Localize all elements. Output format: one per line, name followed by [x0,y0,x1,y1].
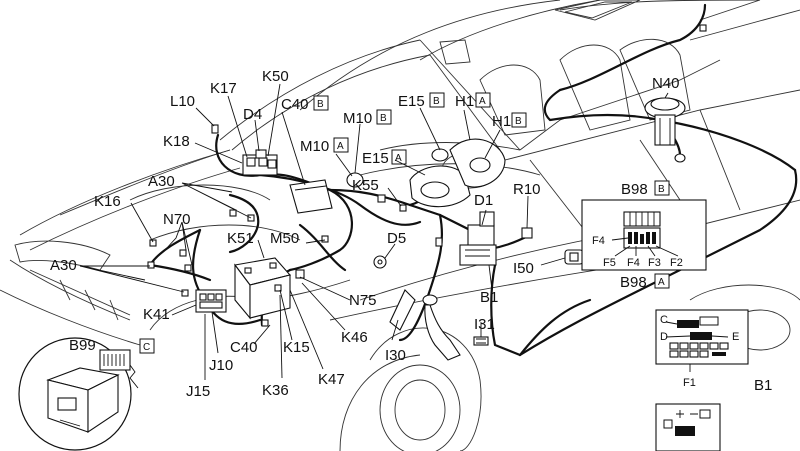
label-k36: K36 [262,382,289,399]
label-i50: I50 [513,260,534,277]
label-b99: B99 [69,337,96,354]
label-k41: K41 [143,306,170,323]
label-d4: D4 [243,106,262,123]
label-j10: J10 [209,357,233,374]
label-b1: B1 [480,289,498,306]
label-h1-a: H1 [455,93,474,110]
junction-box-d1 [459,211,497,266]
label-i30: I30 [385,347,406,364]
sensor-d5 [373,255,387,269]
label-n70: N70 [163,211,191,228]
label-m50: M50 [270,230,299,247]
label-box-letters: B B A B A A B B A C [143,96,665,353]
label-j15: J15 [186,383,210,400]
label-b98-bottom: B98 [620,274,647,291]
fuse-label-f4: F4 [627,257,640,269]
label-a30-top: A30 [148,173,175,190]
label-a30-left: A30 [50,257,77,274]
box-m10-a: A [337,141,344,152]
fuse-label-f4-left: F4 [592,235,605,247]
label-k50: K50 [262,68,289,85]
switch-i31 [473,336,489,346]
label-e15-a: E15 [362,150,389,167]
label-b1-right: B1 [754,377,772,394]
box-e15-a: A [395,153,402,164]
horn-h1 [449,138,506,188]
battery-j10 [234,257,292,320]
label-r10: R10 [513,181,541,198]
label-k46: K46 [341,329,368,346]
b1-label-d: D [660,331,668,343]
component-labels: L10 K17 K50 D4 C40 M10 M10 E15 E15 H1 H1… [50,68,772,400]
switch-i50 [564,249,584,265]
blower-e15 [409,148,471,208]
relay-block-k17 [242,154,278,176]
label-n40: N40 [652,75,680,92]
box-h1-a: A [479,96,486,107]
fusebox-j15 [195,289,227,313]
label-m10-b: M10 [343,110,372,127]
label-k17: K17 [210,80,237,97]
fuse-label-f2: F2 [670,257,683,269]
b1-label-f1: F1 [683,377,696,389]
components [147,24,707,361]
label-b98-top: B98 [621,181,648,198]
fuse-label-f5: F5 [603,257,616,269]
box-c40-b: B [317,99,324,110]
b1-fuse-rows [669,342,729,358]
box-h1-b: B [515,116,522,127]
b1-label-c: C [660,314,668,326]
box-b98-a: A [658,277,665,288]
label-k16: K16 [94,193,121,210]
label-m10-a: M10 [300,138,329,155]
label-k51: K51 [227,230,254,247]
fuse-label-f3: F3 [648,257,661,269]
pedal-i30 [389,289,461,361]
relay-r10 [521,227,533,239]
label-d1: D1 [474,192,493,209]
b1-label-e: E [732,331,739,343]
label-n75: N75 [349,292,377,309]
b98-fuse-inset: F4 F5 F4 F3 F2 [581,199,707,271]
box-e15-b: B [433,96,440,107]
label-i31: I31 [474,316,495,333]
b99-battery-inset [18,337,139,451]
ecu-c40 [289,179,333,214]
label-k55: K55 [352,177,379,194]
box-b98-b: B [658,184,665,195]
label-k18: K18 [163,133,190,150]
leader-lines [79,83,669,380]
b1-fusebox-detail: C D E F1 [655,309,749,389]
label-k15: K15 [283,339,310,356]
box-b99-c: C [143,342,150,353]
label-c40-top: C40 [281,96,309,113]
fuel-pump-n40 [644,97,686,163]
label-c40-bottom: C40 [230,339,258,356]
label-d5: D5 [387,230,406,247]
label-l10: L10 [170,93,195,110]
label-h1-b: H1 [492,113,511,130]
label-k47: K47 [318,371,345,388]
b1-relay-detail [655,403,721,451]
connector-d4 [255,149,267,159]
label-e15-b: E15 [398,93,425,110]
box-m10-b: B [380,113,387,124]
